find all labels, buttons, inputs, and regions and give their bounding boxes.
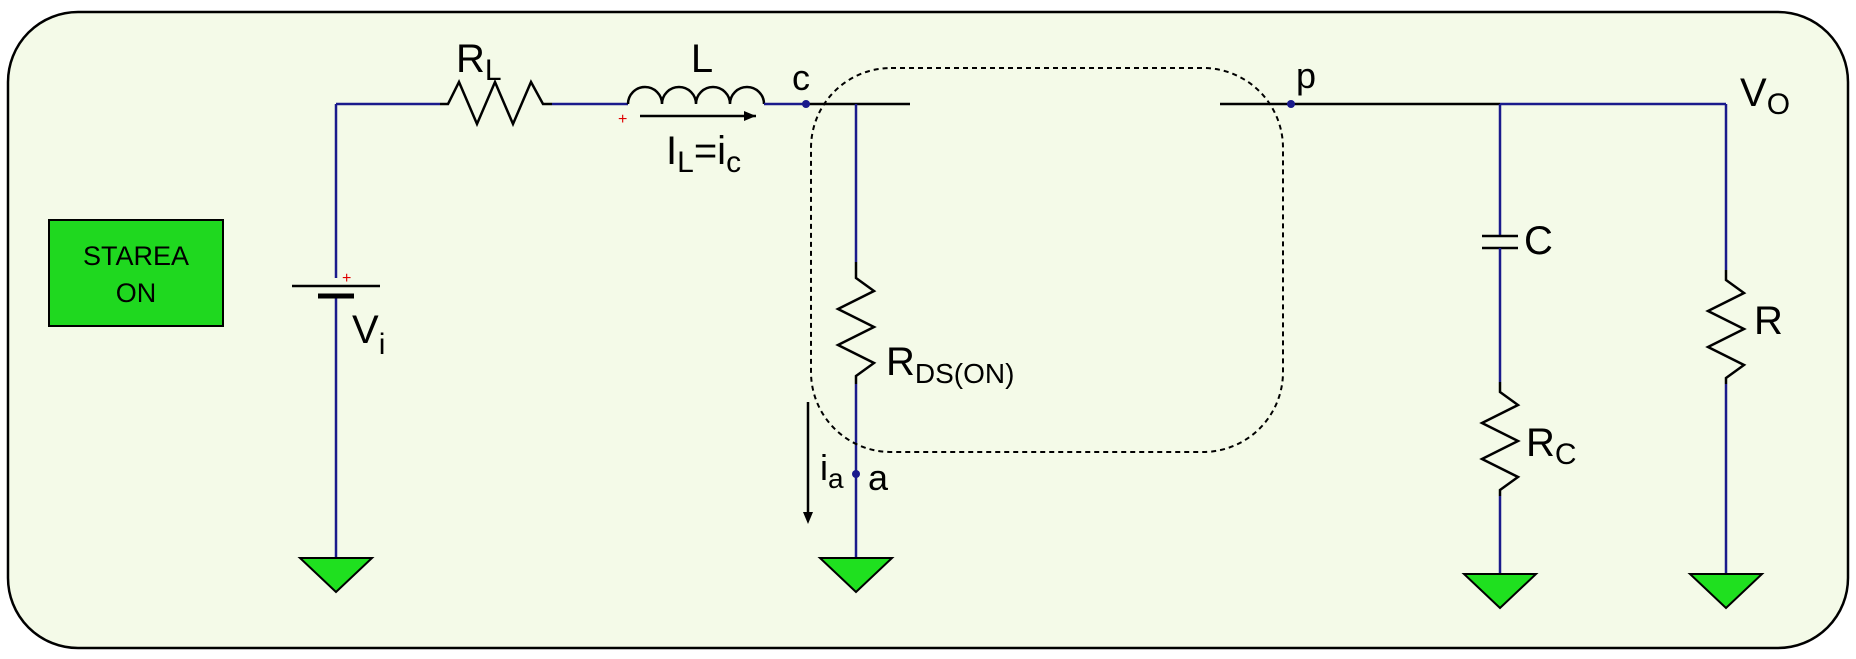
vo-label: VO [1740, 71, 1790, 121]
node-a-label: a [868, 457, 889, 498]
ground-symbol-source [297, 557, 375, 594]
ground-symbol-capacitor [1461, 573, 1539, 610]
r-label: R [1754, 299, 1783, 343]
inductor-plus-mark: + [618, 111, 627, 128]
node-c-label: c [792, 57, 810, 98]
rc-label: RC [1526, 421, 1577, 471]
rds-label: RDS(ON) [886, 340, 1014, 389]
ground-symbol-rds [817, 557, 895, 594]
ground-symbol-load [1687, 573, 1765, 610]
ia-label: ia [820, 447, 844, 494]
inductor-l: + L IL=ic [618, 37, 766, 179]
capacitor-branch: C RC [1479, 104, 1577, 574]
source-branch: + Vi [292, 102, 440, 558]
diagram-panel [6, 10, 1850, 650]
battery-plus-mark: + [342, 270, 351, 287]
state-line-2: ON [116, 278, 157, 308]
rds-branch: RDS(ON) a ia [803, 104, 1014, 558]
node-p-dot [1287, 100, 1295, 108]
c-label: C [1524, 219, 1553, 263]
l-label: L [691, 37, 713, 81]
state-box: STAREA ON [48, 219, 224, 327]
node-p-label: p [1296, 55, 1316, 96]
node-a-dot [852, 470, 860, 478]
vi-label: Vi [352, 308, 385, 361]
rl-label: RL [456, 37, 502, 87]
switch-region [810, 67, 1284, 453]
resistor-rl: RL [440, 37, 552, 128]
state-line-1: STAREA [83, 241, 189, 271]
il-label: IL=ic [666, 129, 741, 179]
load-branch: R [1705, 104, 1783, 574]
node-c-dot [802, 100, 810, 108]
